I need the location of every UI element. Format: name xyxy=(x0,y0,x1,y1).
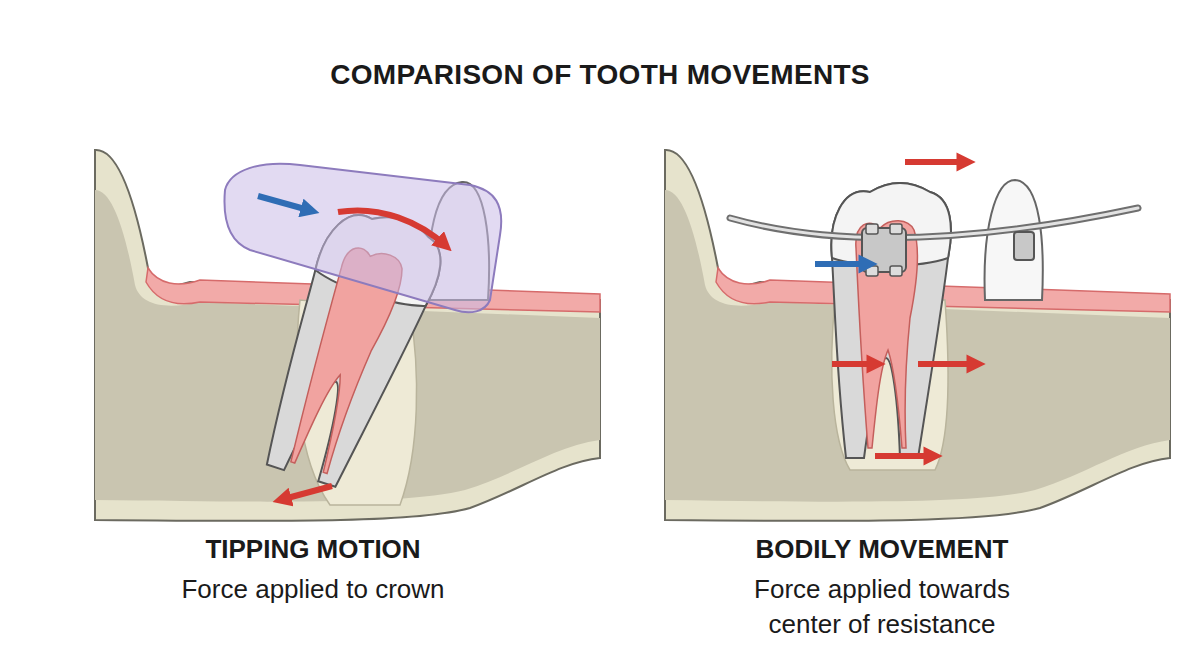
bracket-wing xyxy=(866,266,878,276)
root-motion-arrow xyxy=(875,453,935,459)
archwire-highlight xyxy=(730,208,1138,238)
panel-heading: TIPPING MOTION xyxy=(143,532,483,567)
bracket-wing xyxy=(866,224,878,234)
panel-heading: BODILY MOVEMENT xyxy=(702,532,1062,567)
bracket-wing xyxy=(890,224,902,234)
archwire xyxy=(730,208,1138,238)
root-motion-arrow xyxy=(832,361,878,367)
force-arrow xyxy=(258,196,312,211)
clear-aligner xyxy=(224,164,501,313)
diagram-title: COMPARISON OF TOOTH MOVEMENTS xyxy=(0,56,1200,94)
crown-motion-arrow xyxy=(338,210,446,246)
bracket-wing xyxy=(890,266,902,276)
root-motion-arrow xyxy=(280,486,332,500)
panel-caption: Force applied towards center of resistan… xyxy=(722,572,1042,642)
panel-caption: Force applied to crown xyxy=(143,572,483,607)
bracket xyxy=(1014,232,1034,260)
neighbor-tooth xyxy=(985,180,1043,300)
jaw-bone xyxy=(665,150,1170,521)
jaw-bone xyxy=(95,150,600,521)
motion-arrow xyxy=(905,159,968,165)
right-panel xyxy=(665,150,1170,521)
upright-molar xyxy=(831,183,951,458)
left-panel xyxy=(95,150,600,521)
root-motion-arrow xyxy=(918,361,978,367)
force-arrow xyxy=(815,261,870,267)
